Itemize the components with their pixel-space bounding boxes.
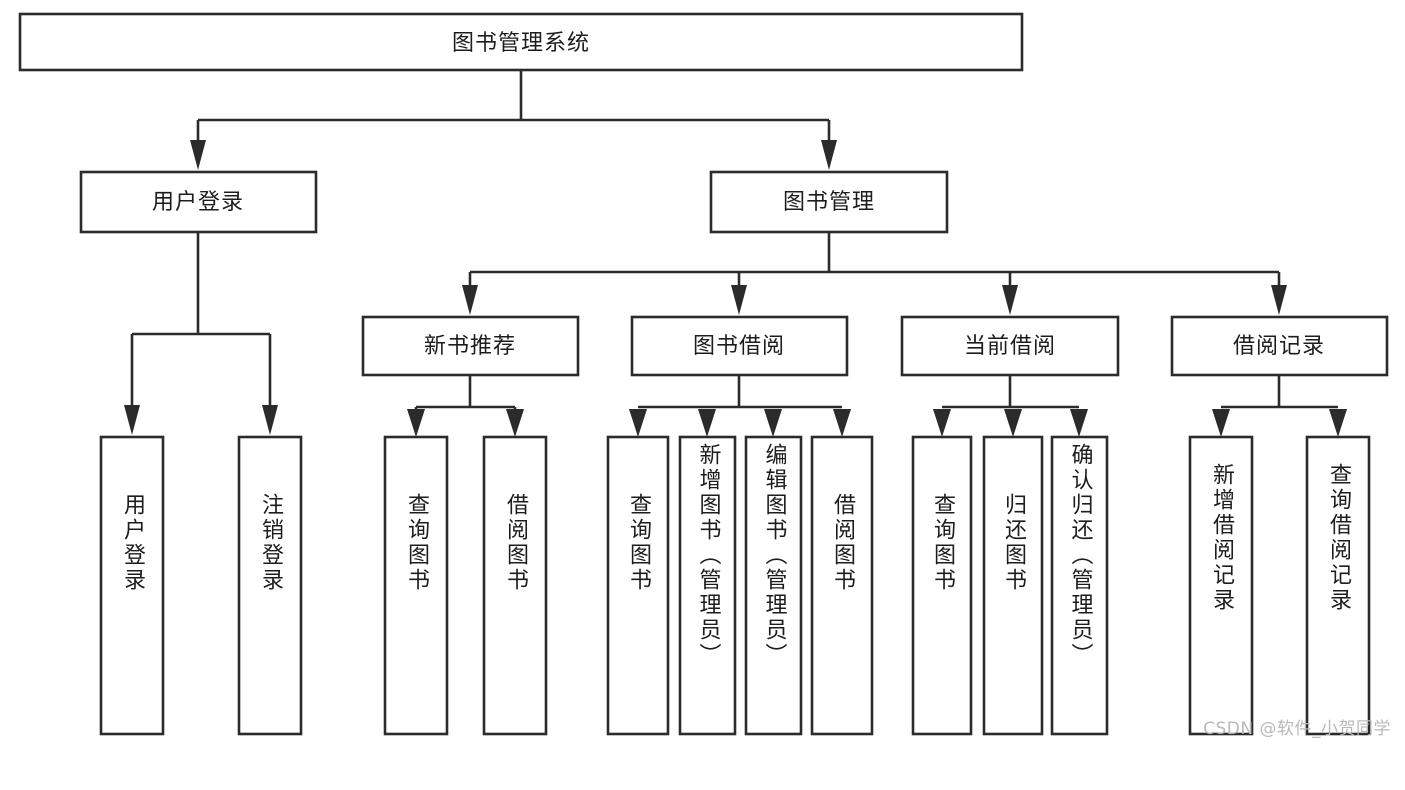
node-user-login-label: 用户登录	[152, 190, 244, 215]
arrowhead-leaf-query-book-current	[933, 409, 951, 437]
node-leaf-add-borrow-record-box[interactable]	[1188, 435, 1254, 736]
arrowhead-current-borrow	[1002, 285, 1018, 315]
node-leaf-user-login-box[interactable]	[99, 435, 165, 736]
node-user-login-box[interactable]	[79, 170, 318, 234]
node-leaf-return-book-box[interactable]	[982, 435, 1044, 736]
node-borrow-record-label: 借阅记录	[1233, 334, 1325, 359]
arrowhead-book-management	[821, 140, 837, 170]
flowchart-svg: 图书管理系统 用户登录 图书管理 新书推荐 图书借阅 当前借阅 借阅记录	[18, 12, 1389, 736]
arrowhead-leaf-borrow-book	[833, 409, 851, 437]
node-leaf-logout-box[interactable]	[237, 435, 303, 736]
node-leaf-borrow-book-recommend-box[interactable]	[482, 435, 548, 736]
node-leaf-query-borrow-record-box[interactable]	[1305, 435, 1371, 736]
node-new-book-recommend-label: 新书推荐	[424, 334, 516, 359]
node-leaf-query-book-recommend-box[interactable]	[383, 435, 449, 736]
nodes-layer: 图书管理系统 用户登录 图书管理 新书推荐 图书借阅 当前借阅 借阅记录	[18, 12, 1389, 736]
arrowhead-book-borrow	[731, 285, 747, 315]
arrowhead-user-login	[190, 140, 206, 170]
node-new-book-recommend-box[interactable]	[361, 315, 580, 377]
arrowhead-leaf-query-book-recommend	[407, 409, 425, 437]
node-current-borrow-label: 当前借阅	[964, 334, 1056, 359]
arrowhead-leaf-confirm-return-admin	[1070, 409, 1088, 437]
arrowhead-leaf-return-book	[1004, 409, 1022, 437]
node-leaf-query-book-current-box[interactable]	[911, 435, 973, 736]
node-book-borrow-box[interactable]	[630, 315, 849, 377]
arrowhead-leaf-logout	[262, 405, 278, 435]
arrowhead-new-book-recommend	[462, 285, 478, 315]
node-leaf-edit-book-admin-box[interactable]	[744, 435, 803, 736]
node-current-borrow-box[interactable]	[900, 315, 1120, 377]
arrowhead-leaf-edit-book-admin	[764, 409, 782, 437]
node-book-borrow-label: 图书借阅	[693, 334, 785, 359]
arrowhead-leaf-add-borrow-record	[1212, 409, 1230, 437]
node-book-management-box[interactable]	[709, 170, 949, 234]
node-root-box[interactable]	[18, 12, 1024, 72]
arrowhead-leaf-query-book-borrow	[629, 409, 647, 437]
arrowhead-leaf-add-book-admin	[698, 409, 716, 437]
arrowhead-leaf-borrow-book-recommend	[506, 409, 524, 437]
arrowhead-leaf-user-login	[124, 405, 140, 435]
connectors-layer	[124, 70, 1347, 437]
arrowhead-leaf-query-borrow-record	[1329, 409, 1347, 437]
arrowhead-borrow-record	[1271, 285, 1287, 315]
node-leaf-confirm-return-admin-box[interactable]	[1050, 435, 1109, 736]
csdn-watermark: CSDN @软件_小贺同学	[1203, 719, 1391, 739]
node-leaf-query-book-borrow-box[interactable]	[606, 435, 670, 736]
node-book-management-label: 图书管理	[783, 190, 875, 215]
node-root-label: 图书管理系统	[452, 31, 590, 56]
node-leaf-borrow-book-box[interactable]	[810, 435, 874, 736]
diagram-canvas: 图书管理系统 用户登录 图书管理 新书推荐 图书借阅 当前借阅 借阅记录	[18, 12, 1391, 739]
node-borrow-record-box[interactable]	[1170, 315, 1389, 377]
node-leaf-add-book-admin-box[interactable]	[678, 435, 737, 736]
